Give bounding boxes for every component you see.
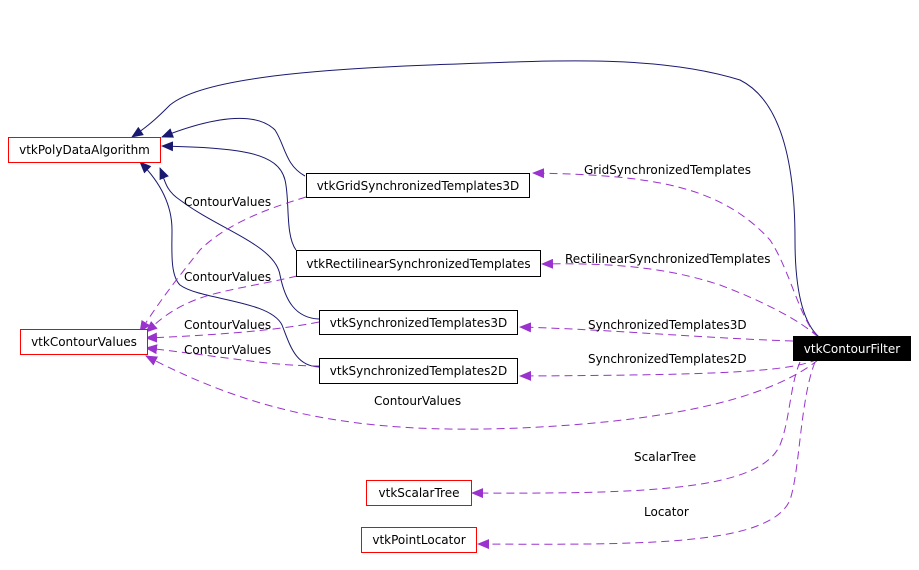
label-scalar-tree: ScalarTree bbox=[634, 450, 696, 464]
node-vtkscalartree: vtkScalarTree bbox=[366, 480, 472, 506]
svg-text:vtkContourValues: vtkContourValues bbox=[31, 335, 137, 349]
label-grid-sync-templates: GridSynchronizedTemplates bbox=[584, 163, 751, 177]
node-vtkgridsynchronizedtemplates3d: vtkGridSynchronizedTemplates3D bbox=[306, 173, 530, 198]
edge-gridsync-to-polydata bbox=[161, 117, 306, 177]
edge-labels: GridSynchronizedTemplates RectilinearSyn… bbox=[184, 163, 771, 519]
label-contour-values-grid: ContourValues bbox=[184, 195, 271, 209]
label-sync-templates-2d: SynchronizedTemplates2D bbox=[588, 352, 747, 366]
edge-contourvalues-from-gridsync bbox=[139, 196, 307, 333]
edge-contourvalues-from-rectsync bbox=[145, 275, 298, 333]
label-contour-values-rect: ContourValues bbox=[184, 270, 271, 284]
label-sync-templates-3d: SynchronizedTemplates3D bbox=[588, 318, 747, 332]
label-contour-values-st3d: ContourValues bbox=[184, 318, 271, 332]
node-vtksynchronizedtemplates3d: vtkSynchronizedTemplates3D bbox=[319, 310, 518, 335]
edge-sync-templates-3d bbox=[519, 322, 794, 342]
node-vtksynchronizedtemplates2d: vtkSynchronizedTemplates2D bbox=[319, 358, 518, 384]
label-rectilinear-sync-templates: RectilinearSynchronizedTemplates bbox=[565, 252, 771, 266]
edge-st3d-to-polydata bbox=[159, 167, 320, 320]
edge-grid-sync-templates bbox=[532, 168, 819, 338]
label-contour-values-st2d: ContourValues bbox=[184, 343, 271, 357]
svg-text:vtkSynchronizedTemplates3D: vtkSynchronizedTemplates3D bbox=[330, 316, 507, 330]
node-vtkcontourvalues: vtkContourValues bbox=[20, 329, 148, 355]
svg-text:vtkPointLocator: vtkPointLocator bbox=[372, 533, 465, 547]
edge-contourfilter-to-polydata bbox=[131, 60, 820, 338]
svg-text:vtkScalarTree: vtkScalarTree bbox=[379, 486, 460, 500]
edge-contourvalues-from-st3d bbox=[145, 321, 320, 343]
label-contour-values-filter: ContourValues bbox=[374, 394, 461, 408]
edge-locator bbox=[477, 361, 816, 550]
svg-text:vtkContourFilter: vtkContourFilter bbox=[804, 342, 900, 356]
node-vtkcontourfilter: vtkContourFilter bbox=[793, 336, 911, 361]
edge-st2d-to-polydata bbox=[139, 161, 320, 368]
svg-text:vtkRectilinearSynchronizedTemp: vtkRectilinearSynchronizedTemplates bbox=[306, 257, 530, 271]
svg-text:vtkPolyDataAlgorithm: vtkPolyDataAlgorithm bbox=[19, 143, 150, 157]
edge-rectsync-to-polydata bbox=[161, 141, 297, 251]
inheritance-edges bbox=[131, 60, 820, 368]
label-locator: Locator bbox=[644, 505, 689, 519]
edge-sync-templates-2d bbox=[519, 358, 819, 381]
edge-rectilinear-sync-templates bbox=[541, 258, 819, 338]
node-vtkpolydataalgorithm: vtkPolyDataAlgorithm bbox=[8, 137, 161, 163]
edge-scalar-tree bbox=[471, 361, 801, 499]
svg-text:vtkSynchronizedTemplates2D: vtkSynchronizedTemplates2D bbox=[330, 364, 507, 378]
usage-edges bbox=[139, 168, 819, 550]
svg-text:vtkGridSynchronizedTemplates3D: vtkGridSynchronizedTemplates3D bbox=[317, 179, 520, 193]
edge-contourvalues-from-filter bbox=[145, 355, 819, 430]
node-vtkrectilinearsynchronizedtemplates: vtkRectilinearSynchronizedTemplates bbox=[296, 250, 541, 277]
node-vtkpointlocator: vtkPointLocator bbox=[361, 527, 477, 553]
edge-contourvalues-from-st2d bbox=[145, 344, 320, 367]
